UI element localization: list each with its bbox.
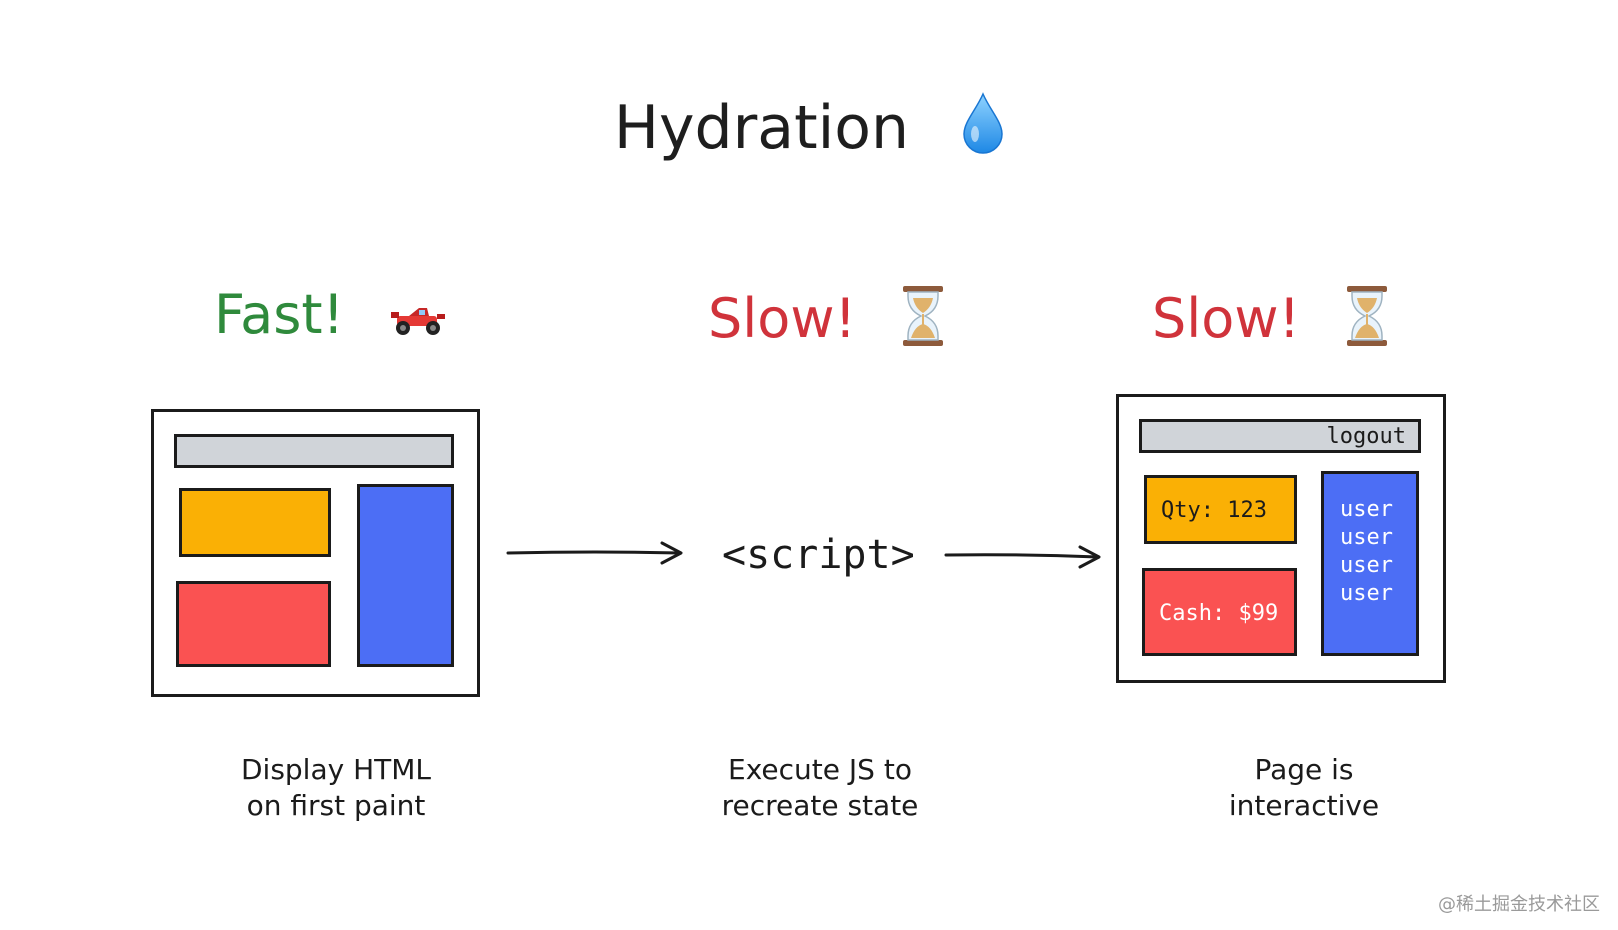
cash-block: Cash: $99 — [1142, 568, 1297, 656]
stage-3-caption-line: interactive — [1228, 789, 1380, 822]
wireframe-red-block — [176, 581, 331, 667]
stage-2-caption-line: Execute JS to — [728, 753, 912, 786]
title-text: Hydration — [613, 93, 909, 163]
stage-1-caption-line: on first paint — [246, 789, 426, 822]
stage-1-caption: Display HTML on first paint — [176, 752, 496, 824]
stage-1-heading-text: Fast! — [214, 283, 345, 346]
user-list-block: user user user user — [1321, 471, 1419, 656]
stage-2-heading: Slow! — [708, 284, 945, 361]
user-list: user user user user — [1340, 496, 1393, 608]
stage-3-caption: Page is interactive — [1144, 752, 1464, 824]
script-label: <script> — [722, 532, 915, 578]
arrow-to-interactive — [944, 545, 1101, 569]
arrow-to-script — [506, 541, 683, 565]
wireframe-header-bar — [174, 434, 454, 468]
stage-3-heading-text: Slow! — [1152, 287, 1301, 351]
race-car-icon — [389, 287, 447, 349]
stage-2-heading-text: Slow! — [708, 287, 857, 351]
hourglass-icon — [901, 284, 945, 361]
user-list-item[interactable]: user — [1340, 497, 1393, 522]
hourglass-icon — [1345, 284, 1389, 361]
stage-1-heading: Fast! — [214, 283, 447, 349]
wireframe-yellow-block — [179, 488, 331, 557]
water-drop-icon — [962, 92, 1004, 170]
qty-text: Qty: 123 — [1161, 498, 1267, 523]
qty-block: Qty: 123 — [1144, 475, 1297, 544]
interactive-page-wireframe: logout Qty: 123 Cash: $99 user user user… — [1116, 394, 1446, 683]
wireframe-blue-block — [357, 484, 454, 667]
cash-text: Cash: $99 — [1159, 601, 1279, 626]
user-list-item[interactable]: user — [1340, 525, 1393, 550]
stage-3-caption-line: Page is — [1254, 753, 1354, 786]
stage-2-caption: Execute JS to recreate state — [660, 752, 980, 824]
logout-link[interactable]: logout — [1326, 424, 1406, 449]
stage-2-caption-line: recreate state — [721, 789, 919, 822]
user-list-item[interactable]: user — [1340, 553, 1393, 578]
interactive-header-bar: logout — [1139, 419, 1421, 453]
watermark: @稀土掘金技术社区 — [1438, 894, 1600, 915]
stage-3-heading: Slow! — [1152, 284, 1389, 361]
diagram-title: Hydration — [0, 92, 1618, 170]
stage-1-caption-line: Display HTML — [240, 753, 432, 786]
static-page-wireframe — [151, 409, 480, 697]
user-list-item[interactable]: user — [1340, 581, 1393, 606]
